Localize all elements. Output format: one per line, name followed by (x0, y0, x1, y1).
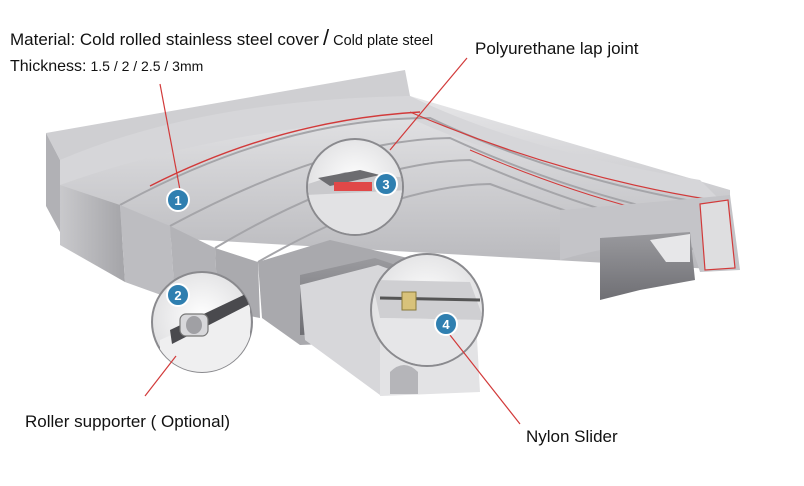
callout-number-1: 1 (174, 193, 181, 208)
material-separator: / (322, 25, 330, 50)
material-label: Material: Cold rolled stainless steel co… (10, 30, 319, 49)
material-spec: Material: Cold rolled stainless steel co… (10, 25, 433, 51)
callout-label-2: Roller supporter ( Optional) (25, 412, 231, 431)
cover-left-side (60, 185, 260, 318)
leader-lines (144, 57, 521, 425)
thickness-values: 1.5 / 2 / 2.5 / 3mm (90, 58, 204, 74)
callout-badge-3: 3 (374, 172, 398, 196)
thickness-spec: Thickness:1.5 / 2 / 2.5 / 3mm (10, 58, 203, 76)
callout-label-4: Nylon Slider (526, 427, 618, 446)
material-alt: Cold plate steel (333, 33, 434, 49)
callout-badge-4: 4 (434, 312, 458, 336)
callout-badge-2: 2 (166, 283, 190, 307)
cover-right-end (560, 195, 740, 300)
thickness-label: Thickness: (10, 58, 87, 75)
callout-number-4: 4 (442, 317, 450, 332)
detail-lens-3 (306, 138, 404, 236)
callout-number-3: 3 (382, 177, 389, 192)
callout-number-2: 2 (174, 288, 181, 303)
callout-badge-1: 1 (166, 188, 190, 212)
callout-label-3: Polyurethane lap joint (475, 39, 639, 58)
detail-lens-4 (370, 253, 484, 367)
detail-lens-2 (151, 271, 253, 373)
